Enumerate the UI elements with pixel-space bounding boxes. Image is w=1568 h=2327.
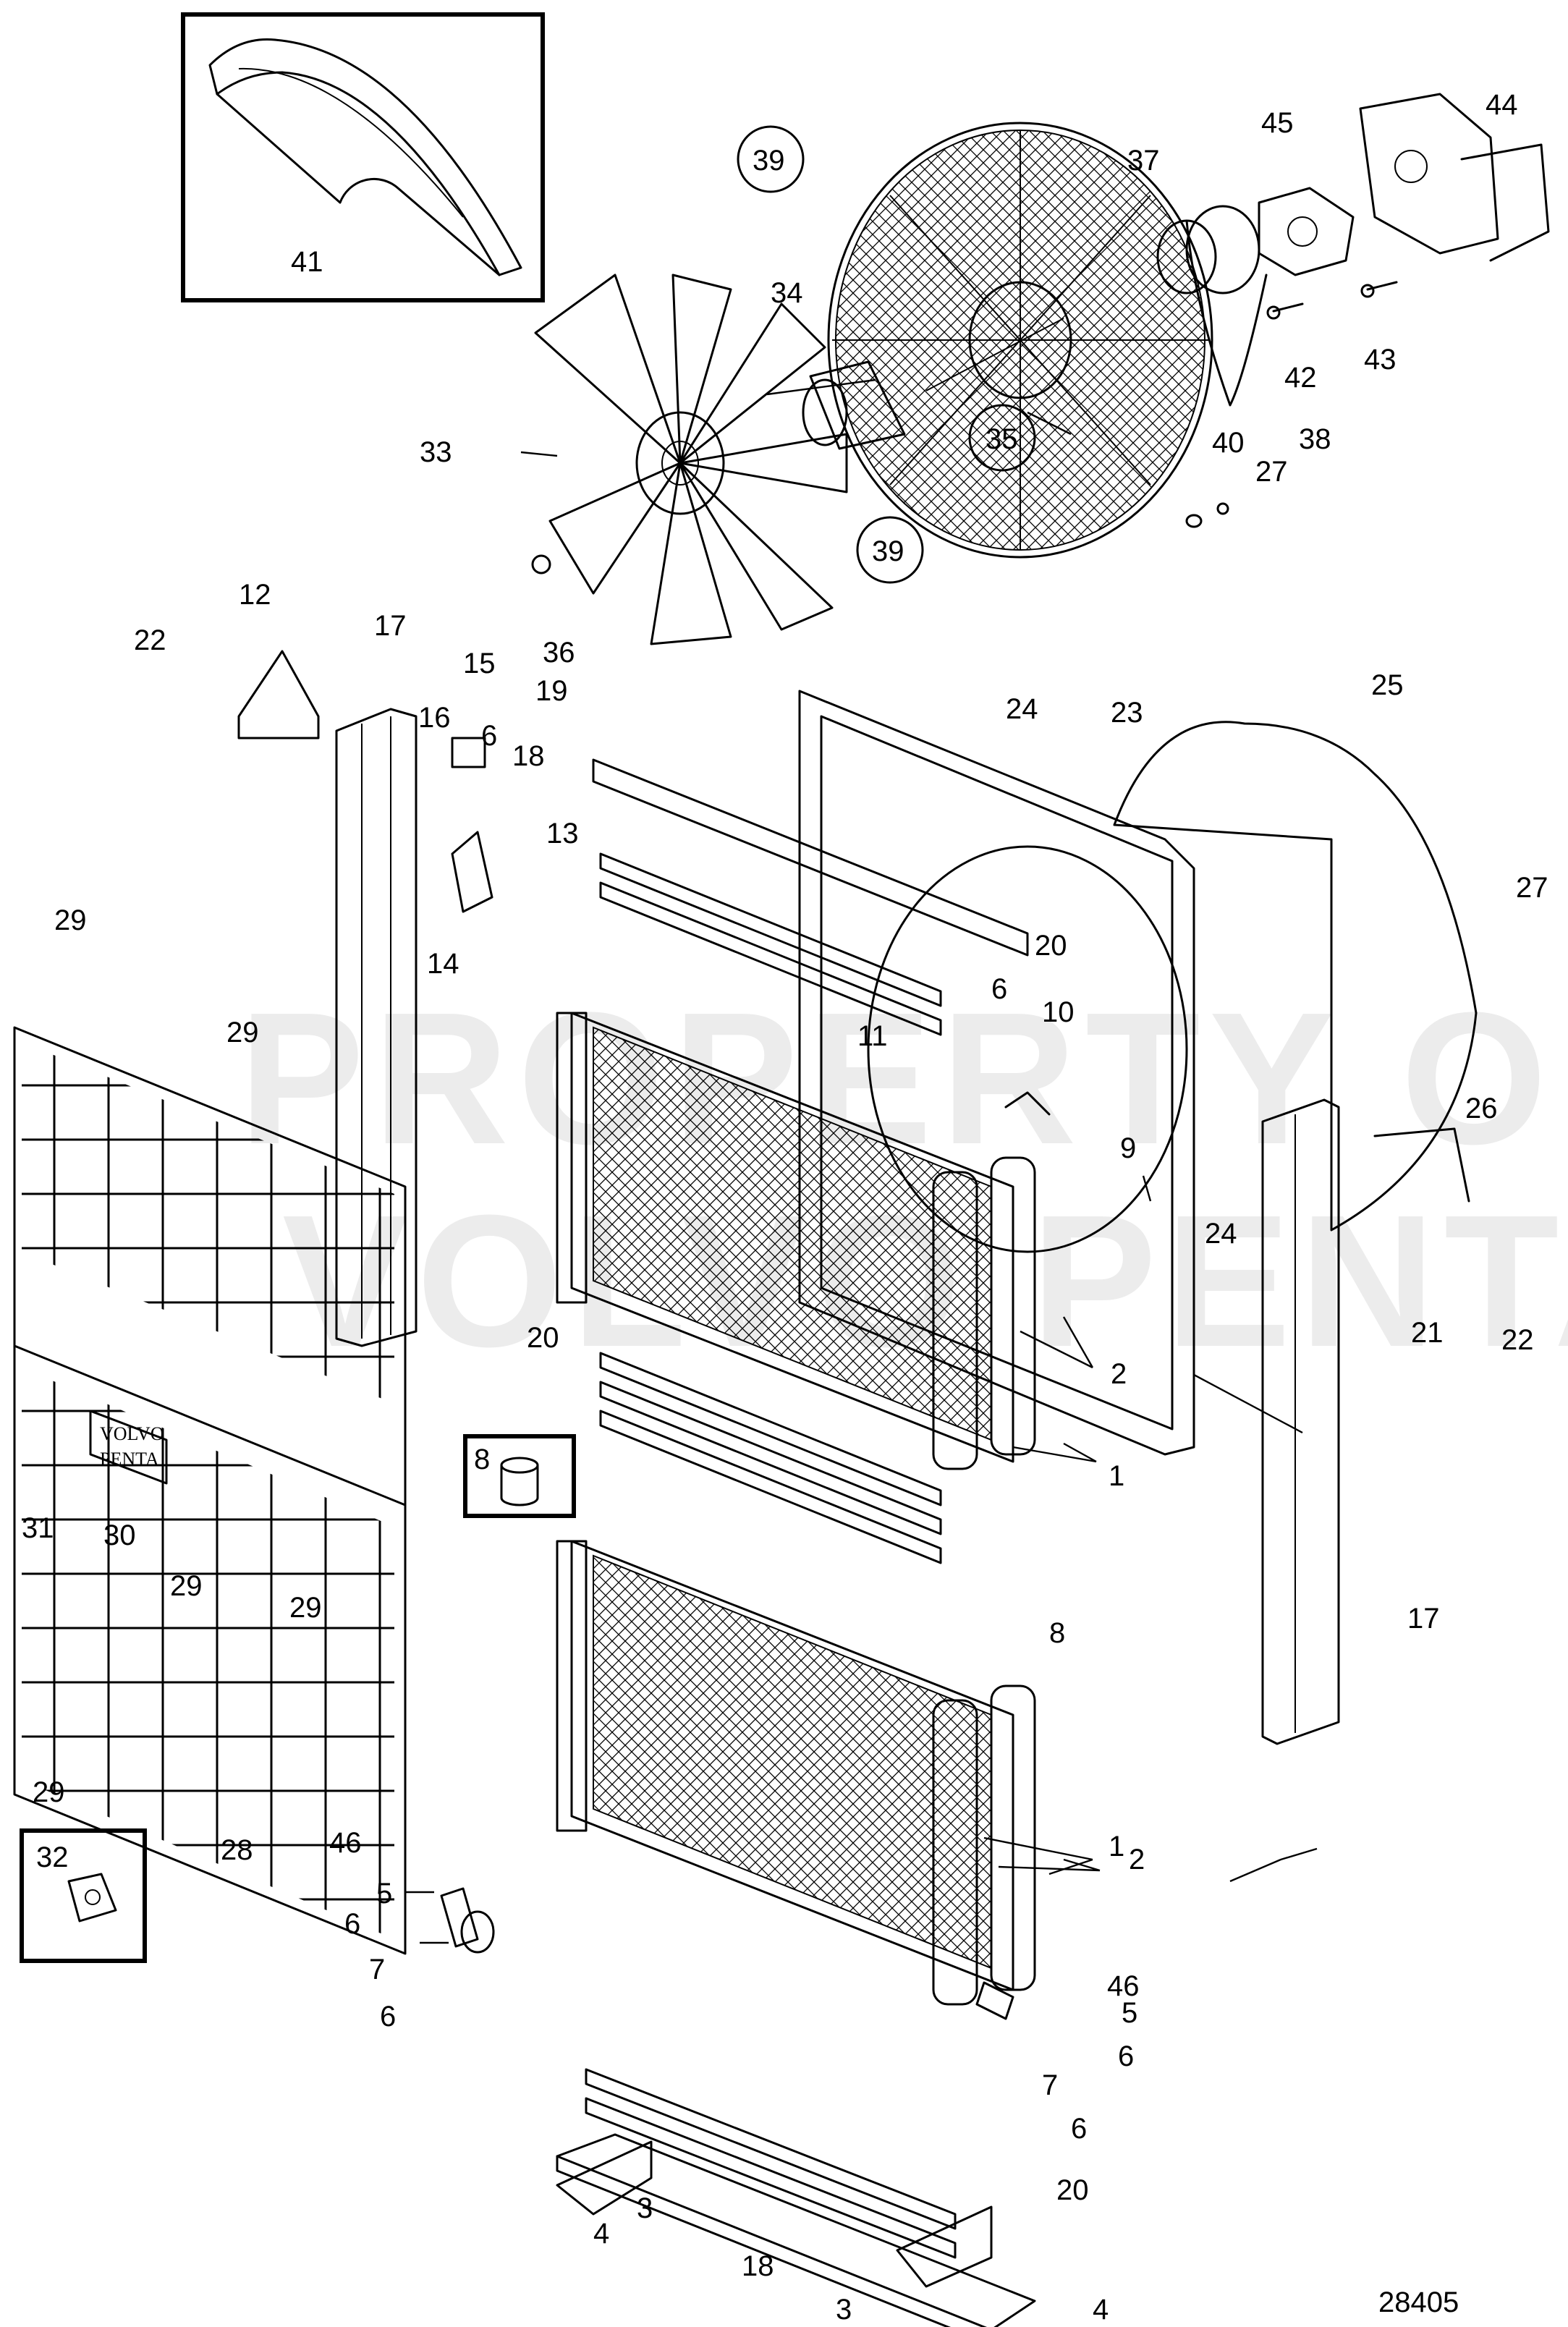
seal-strips bbox=[556, 758, 1036, 2327]
label-41: 41 bbox=[291, 246, 323, 278]
inset-sleeve bbox=[463, 1434, 576, 1518]
label-15: 15 bbox=[463, 648, 496, 679]
label-3: 3 bbox=[637, 2192, 653, 2224]
label-29: 29 bbox=[33, 1776, 65, 1808]
label-20: 20 bbox=[1035, 930, 1067, 962]
inset-fan-shroud bbox=[181, 12, 545, 302]
label-22: 22 bbox=[134, 624, 166, 656]
label-25: 25 bbox=[1371, 669, 1404, 701]
badge-line1: VOLVO bbox=[100, 1423, 164, 1444]
label-33: 33 bbox=[420, 436, 452, 468]
label-12: 12 bbox=[239, 579, 271, 611]
inset-clip-nut bbox=[20, 1828, 147, 1963]
label-6: 6 bbox=[481, 720, 497, 752]
label-46: 46 bbox=[1107, 1970, 1140, 2002]
label-9: 9 bbox=[1120, 1132, 1136, 1164]
fan bbox=[534, 274, 848, 645]
drive-assembly bbox=[1156, 93, 1550, 407]
lower-radiator bbox=[556, 1540, 1036, 2006]
label-20: 20 bbox=[1056, 2174, 1089, 2206]
label-42: 42 bbox=[1284, 362, 1317, 394]
label-44: 44 bbox=[1486, 89, 1518, 121]
label-43: 43 bbox=[1364, 344, 1397, 376]
reference-labels: 1 1 2 2 3 3 4 4 5 5 6 6 6 6 6 6 7 7 8 8 … bbox=[22, 89, 1548, 2326]
fittings bbox=[440, 737, 1051, 2020]
label-circles bbox=[737, 125, 1036, 584]
label-13: 13 bbox=[546, 818, 579, 849]
label-3: 3 bbox=[836, 2294, 852, 2326]
label-19: 19 bbox=[535, 675, 568, 707]
label-16: 16 bbox=[418, 702, 451, 734]
drawing-number: 28405 bbox=[1378, 2286, 1459, 2318]
label-32: 32 bbox=[36, 1841, 69, 1873]
label-6: 6 bbox=[1071, 2113, 1087, 2145]
label-5: 5 bbox=[1122, 1997, 1137, 2029]
label-6: 6 bbox=[380, 2001, 396, 2033]
label-37: 37 bbox=[1127, 145, 1160, 177]
label-7: 7 bbox=[369, 1954, 385, 1985]
label-24: 24 bbox=[1205, 1218, 1237, 1250]
label-31: 31 bbox=[22, 1512, 54, 1544]
label-18: 18 bbox=[512, 740, 545, 772]
label-17: 17 bbox=[374, 610, 407, 642]
mount-brackets bbox=[556, 2140, 993, 2288]
label-40: 40 bbox=[1212, 427, 1245, 459]
label-8: 8 bbox=[1049, 1617, 1065, 1649]
label-7: 7 bbox=[1042, 2069, 1058, 2101]
label-6: 6 bbox=[344, 1908, 360, 1940]
upper-radiator bbox=[556, 1012, 1036, 1470]
label-27: 27 bbox=[1516, 872, 1548, 904]
label-39: 39 bbox=[872, 535, 904, 567]
fan-guard bbox=[827, 122, 1213, 559]
label-1: 1 bbox=[1109, 1460, 1124, 1492]
label-24: 24 bbox=[1006, 693, 1038, 725]
label-23: 23 bbox=[1111, 697, 1143, 729]
label-2: 2 bbox=[1129, 1844, 1145, 1875]
label-29: 29 bbox=[226, 1017, 259, 1048]
label-4: 4 bbox=[1093, 2294, 1109, 2326]
label-46: 46 bbox=[329, 1827, 362, 1859]
badge-line2: PENTA bbox=[100, 1449, 159, 1470]
label-29: 29 bbox=[170, 1570, 203, 1602]
label-18: 18 bbox=[742, 2250, 774, 2282]
label-22: 22 bbox=[1501, 1324, 1534, 1356]
leader-lines bbox=[405, 378, 1318, 1944]
fan-hub bbox=[802, 318, 1064, 450]
label-27: 27 bbox=[1255, 456, 1288, 488]
label-36: 36 bbox=[543, 637, 575, 669]
volvo-penta-badge: VOLVO PENTA bbox=[89, 1410, 168, 1485]
label-29: 29 bbox=[289, 1592, 322, 1624]
label-38: 38 bbox=[1299, 423, 1331, 455]
label-8: 8 bbox=[474, 1444, 490, 1475]
label-45: 45 bbox=[1261, 107, 1294, 139]
right-support bbox=[1261, 1098, 1340, 1745]
label-10: 10 bbox=[1042, 996, 1075, 1028]
label-34: 34 bbox=[771, 277, 803, 309]
label-21: 21 bbox=[1411, 1317, 1444, 1349]
label-14: 14 bbox=[427, 948, 459, 980]
front-grille: VOLVO PENTA bbox=[13, 1026, 407, 1955]
label-26: 26 bbox=[1465, 1093, 1498, 1124]
label-35: 35 bbox=[986, 423, 1018, 455]
label-1: 1 bbox=[1109, 1831, 1124, 1862]
label-17: 17 bbox=[1407, 1603, 1440, 1635]
label-28: 28 bbox=[221, 1834, 253, 1866]
label-4: 4 bbox=[593, 2218, 609, 2250]
label-11: 11 bbox=[857, 1020, 888, 1052]
label-6: 6 bbox=[991, 973, 1007, 1005]
label-5: 5 bbox=[376, 1878, 392, 1910]
watermark-line1: PROPERTY OF bbox=[239, 974, 1568, 1184]
bolts-top bbox=[531, 281, 1398, 575]
label-6: 6 bbox=[1118, 2040, 1134, 2072]
label-30: 30 bbox=[103, 1519, 136, 1551]
shroud-ring bbox=[1113, 721, 1478, 1232]
label-39: 39 bbox=[753, 145, 785, 177]
label-20: 20 bbox=[527, 1322, 559, 1354]
label-29: 29 bbox=[54, 904, 87, 936]
label-2: 2 bbox=[1111, 1358, 1127, 1390]
